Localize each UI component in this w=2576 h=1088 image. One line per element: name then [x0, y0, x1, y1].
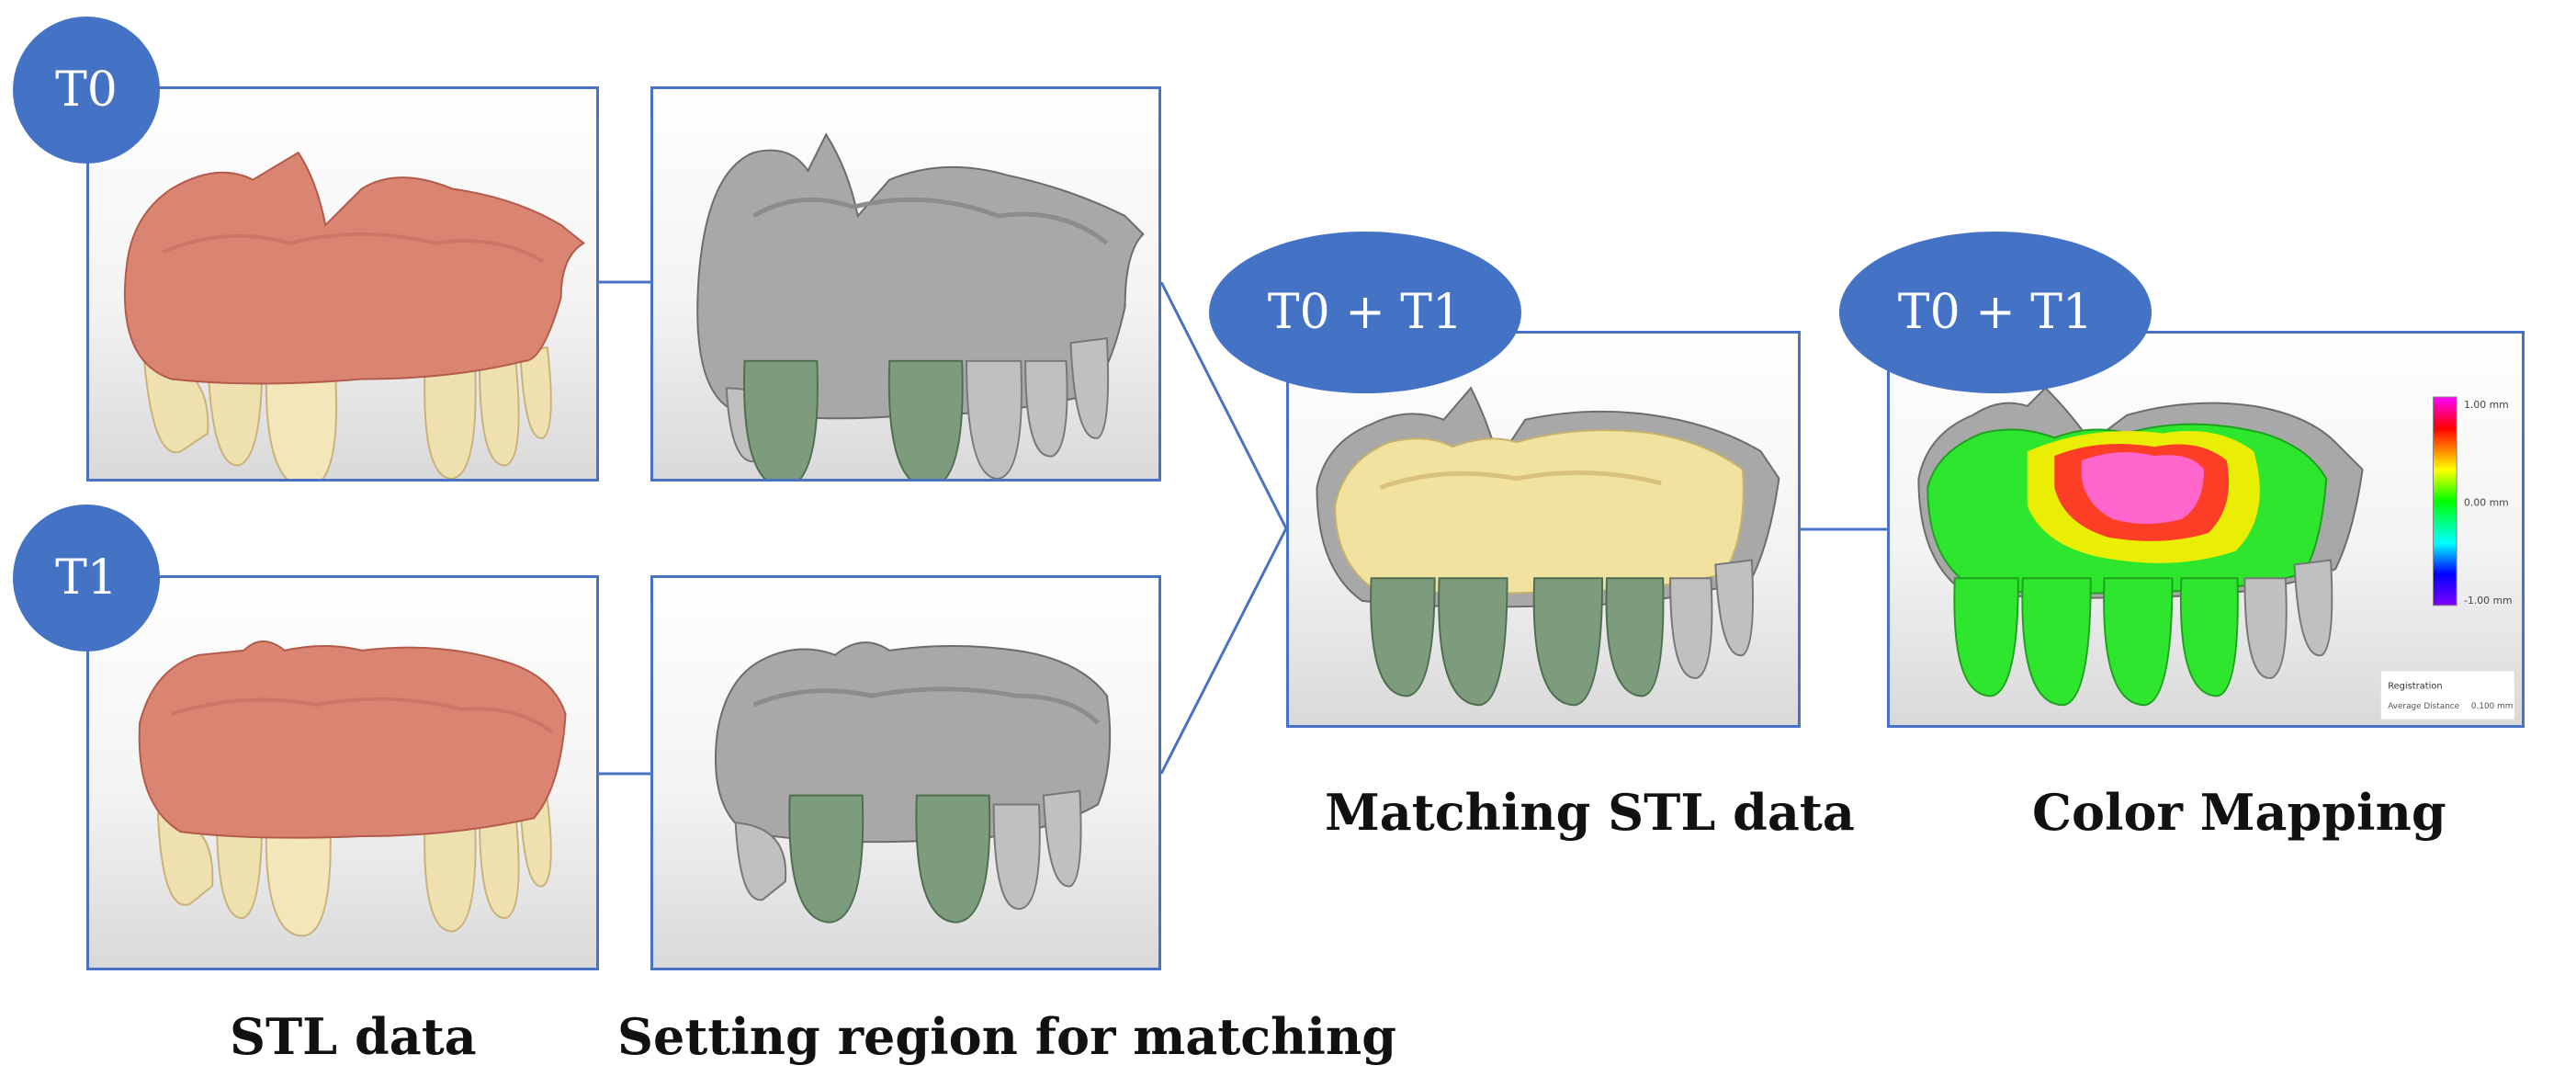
dental-model-color-map: 1.00 mm 0.00 mm -1.00 mm Registration Av…	[1917, 386, 2515, 720]
scale-bottom-label: -1.00 mm	[2464, 595, 2513, 606]
registration-box: Registration Average Distance 0.100 mm	[2379, 670, 2515, 720]
dental-model-t1-color	[138, 640, 567, 937]
dental-model-matched	[1316, 386, 1780, 707]
panel-matching	[1286, 331, 1801, 728]
caption-matching: Matching STL data	[1325, 783, 1855, 842]
badge-t1: T1	[13, 504, 160, 652]
gingiva-t1	[138, 640, 567, 839]
green-region-tooth-2	[915, 794, 991, 924]
panel-color-mapping: 1.00 mm 0.00 mm -1.00 mm Registration Av…	[1887, 331, 2525, 728]
caption-setting-region: Setting region for matching	[617, 1007, 1396, 1066]
badge-matching: T0 + T1	[1209, 232, 1521, 393]
registration-label: Average Distance	[2388, 702, 2459, 711]
panel-t1-stl	[86, 575, 599, 970]
scale-mid-label: 0.00 mm	[2464, 496, 2509, 508]
magenta-deviation-area	[2081, 452, 2205, 525]
green-region-tooth-2	[887, 359, 964, 479]
panel-t1-region	[650, 575, 1161, 970]
teeth-row	[142, 346, 552, 479]
scale-top-label: 1.00 mm	[2464, 399, 2509, 411]
dental-model-t1-gray	[714, 641, 1112, 924]
badge-color-mapping: T0 + T1	[1839, 232, 2152, 393]
caption-color-mapping: Color Mapping	[2032, 783, 2446, 842]
connector-t1-to-matching	[1159, 527, 1288, 775]
gingiva-t0	[123, 151, 586, 385]
connector-t0-to-matching	[1159, 281, 1288, 529]
dental-model-t0-color	[123, 151, 586, 479]
registration-value: 0.100 mm	[2471, 702, 2513, 711]
registration-title: Registration	[2388, 682, 2442, 692]
badge-t0: T0	[13, 17, 160, 164]
color-scale-bar	[2433, 396, 2457, 606]
green-region-tooth-1	[743, 359, 819, 479]
panel-t0-region	[650, 86, 1161, 482]
green-region-tooth-1	[788, 794, 864, 924]
teeth-row	[156, 799, 552, 937]
dental-model-t0-gray	[696, 132, 1145, 479]
yellow-overlay	[1334, 429, 1745, 595]
caption-stl-data: STL data	[230, 1007, 477, 1066]
panel-t0-stl	[86, 86, 599, 482]
